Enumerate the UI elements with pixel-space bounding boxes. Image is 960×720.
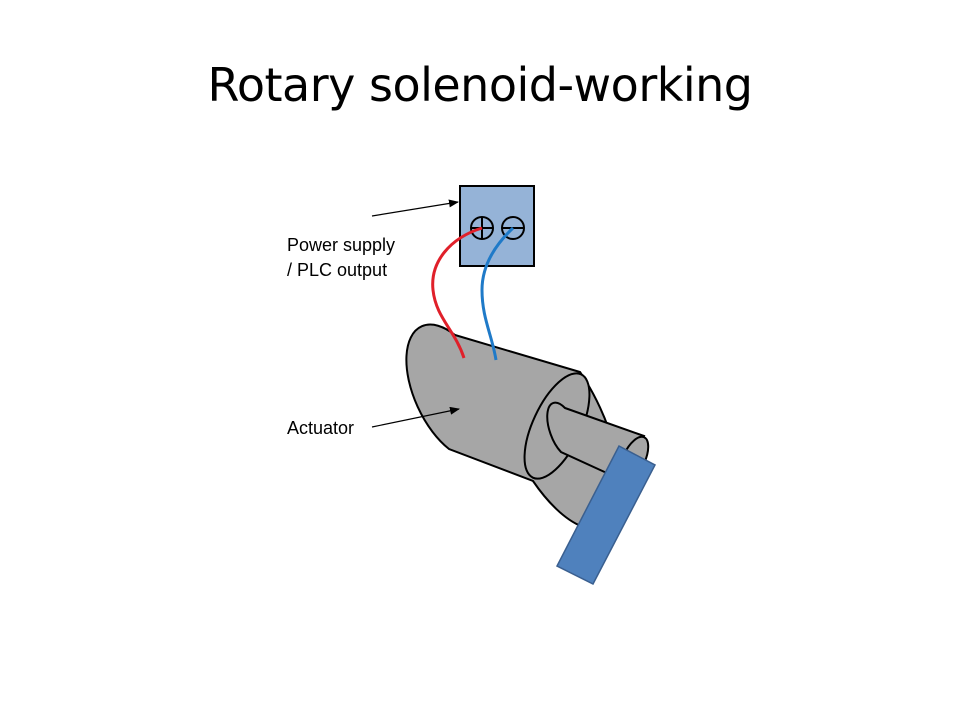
power-supply-label: Power supply <box>287 235 395 255</box>
rotary-arm <box>555 444 657 586</box>
plc-output-label: / PLC output <box>287 260 387 280</box>
negative-terminal-icon <box>501 216 525 240</box>
terminal-box <box>459 185 535 267</box>
slide-title: Rotary solenoid-working <box>207 58 753 112</box>
actuator-label: Actuator <box>287 418 354 438</box>
negative-wire <box>480 226 515 361</box>
positive-wire <box>431 226 483 359</box>
actuator-pointer <box>371 406 460 428</box>
power-supply-pointer <box>371 199 459 217</box>
